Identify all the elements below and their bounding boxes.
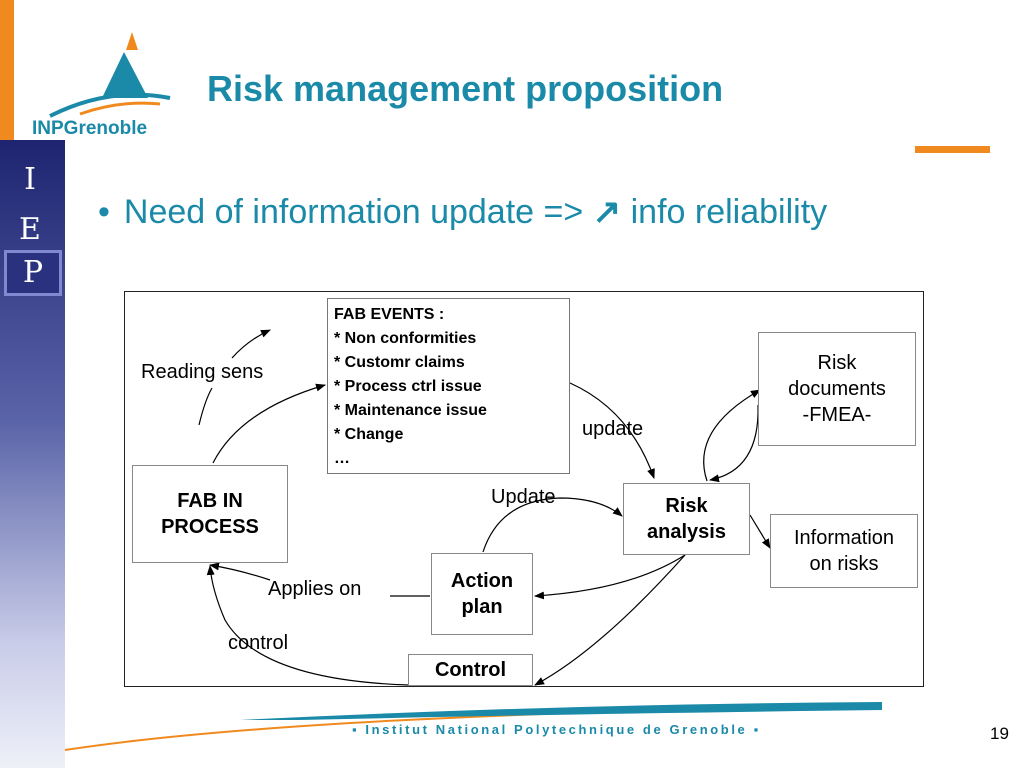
fab-events-line: FAB EVENTS : [334,306,445,323]
arrow-risk-to-info [749,514,771,549]
bullet-line: • Need of information update => ↗ info re… [98,192,827,232]
reading-sens-arc-lower [198,387,213,426]
fab-in-process-box: FAB IN PROCESS [132,465,288,563]
logo-orange-flame [126,32,138,50]
arrow-applies-to-fab [209,562,271,581]
information-on-risks-box: Information on risks [770,514,918,588]
information-on-risks-line2: on risks [809,553,879,575]
bullet-dot: • [98,193,110,231]
risk-analysis-line2: analysis [647,521,726,543]
reading-sens-arrow [231,329,271,359]
bullet-text: Need of information update => [123,193,593,231]
fab-in-process-line1: FAB IN [177,490,243,512]
control-label: control [228,632,289,654]
action-plan-box: Action plan [431,553,533,635]
action-plan-line2: plan [461,596,503,618]
fab-events-line: * Process ctrl issue [334,378,482,395]
inp-grenoble-logo: INPGrenoble [32,32,171,139]
arrow-docs-to-risk [709,404,759,483]
control-box: Control [408,654,533,686]
orange-strip [0,0,14,140]
arrow-events-to-risk [569,382,655,479]
slide-title: Risk management proposition [207,68,724,109]
risk-documents-line1: Risk [817,352,857,374]
arrow-risk-to-docs [703,389,761,482]
fab-events-line: … [334,450,350,467]
sidebar-letter-e: E [19,212,41,247]
footer-swoosh-teal [240,702,882,720]
arrow-risk-to-action [534,554,686,600]
fab-events-box: FAB EVENTS : * Non conformities * Custom… [327,298,570,474]
fab-in-process-line2: PROCESS [161,516,259,538]
arrow-up-right-icon: ↗ [592,193,622,231]
sidebar-letter-p: P [4,250,62,296]
logo-text: INPGrenoble [32,118,147,139]
logo-swoosh [49,92,171,118]
logo-triangle [102,52,148,98]
update-label-lower: update [582,418,644,440]
fab-events-line: * Maintenance issue [334,402,487,419]
action-plan-line1: Action [450,570,514,592]
risk-documents-box: Risk documents -FMEA- [758,332,916,446]
risk-documents-line3: -FMEA- [802,404,872,426]
risk-analysis-box: Risk analysis [623,483,750,555]
arrow-control-to-fab [206,565,409,686]
fab-events-line: * Non conformities [334,330,477,347]
arrow-fab-to-events [212,383,326,464]
title-rule-bar [915,146,990,153]
footer-swoosh [64,702,882,751]
left-band [0,140,65,768]
title-rule-svg [915,146,990,153]
arrow-risk-to-control [534,554,686,686]
applies-on-label: Applies on [268,578,362,600]
update-label-upper: Update [491,486,556,508]
footer-institution: ▪ Institut National Polytechnique de Gre… [352,722,761,737]
bullet-tail-text: info reliability [621,193,828,231]
sidebar-letter-i: I [24,162,36,197]
risk-analysis-line1: Risk [665,495,708,517]
fab-events-line: * Customr claims [334,354,465,371]
page-number: 19 [990,724,1009,743]
logo-swoosh-orange [79,101,161,116]
risk-documents-line2: documents [788,378,886,400]
information-on-risks-line1: Information [793,527,895,549]
reading-sens-label: Reading sens [141,361,264,383]
arrow-update-to-risk [482,497,623,553]
fab-events-line: * Change [334,426,404,443]
